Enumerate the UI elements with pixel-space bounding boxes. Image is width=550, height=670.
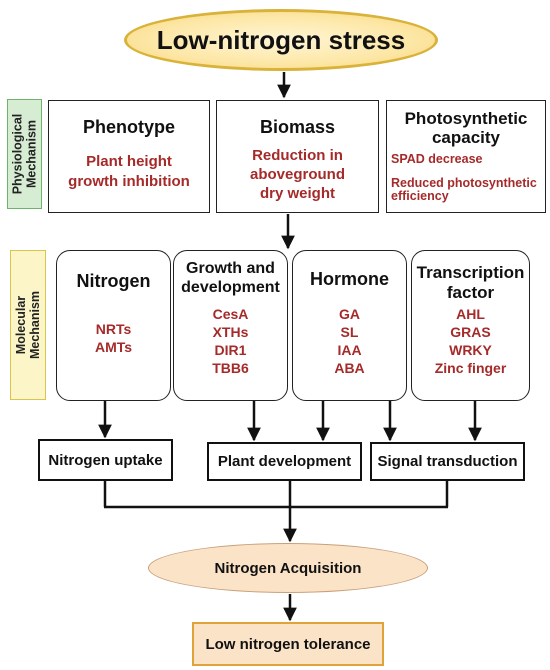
growth-development-title: Growth and development [181,260,280,296]
growth-item: DIR1 [214,342,247,358]
phenotype-box: Phenotype Plant height growth inhibition [48,100,210,213]
hormone-item: IAA [337,342,362,358]
hormone-title: Hormone [309,269,389,289]
nitrogen-title: Nitrogen [76,271,151,291]
photosynthetic-item: SPAD decrease [391,152,483,166]
photosynthetic-capacity-box: Photosynthetic capacity SPAD decrease Re… [386,100,546,213]
phenotype-item: growth inhibition [68,173,190,190]
physiological-mechanism-label: Physiological Mechanism [7,99,42,209]
tf-item: Zinc finger [434,360,507,376]
photosynthetic-item: Reduced photosynthetic efficiency [391,176,537,203]
growth-item: CesA [212,306,249,322]
growth-item: TBB6 [212,360,249,376]
nitrogen-uptake-box: Nitrogen uptake [38,439,173,481]
physiological-mechanism-text: Physiological Mechanism [10,113,39,195]
biomass-box: Biomass Reduction in aboveground dry wei… [216,100,379,213]
phenotype-item: Plant height [86,153,172,170]
growth-item: XTHs [212,324,249,340]
plant-development-label: Plant development [217,453,352,470]
biomass-item: dry weight [259,185,335,202]
hormone-box: Hormone GA SL IAA ABA [292,250,407,401]
tf-item: GRAS [450,324,491,340]
low-nitrogen-tolerance-node: Low nitrogen tolerance [192,622,384,666]
transcription-factor-box: Transcription factor AHL GRAS WRKY Zinc … [411,250,530,401]
hormone-item: GA [339,306,360,322]
hormone-item: SL [340,324,359,340]
growth-development-box: Growth and development CesA XTHs DIR1 TB… [173,250,288,401]
nitrogen-item: NRTs [95,321,132,337]
nitrogen-acquisition-node: Nitrogen Acquisition [148,543,428,593]
hormone-item: ABA [334,360,365,376]
biomass-item: aboveground [249,166,345,183]
nitrogen-acquisition-label: Nitrogen Acquisition [214,559,362,577]
signal-transduction-label: Signal transduction [377,453,518,470]
nitrogen-item: AMTs [94,339,133,355]
tf-item: WRKY [449,342,492,358]
stress-label: Low-nitrogen stress [156,24,406,55]
nitrogen-uptake-label: Nitrogen uptake [48,451,163,469]
phenotype-title: Phenotype [82,117,175,137]
transcription-factor-title: Transcription factor [416,263,525,302]
biomass-item: Reduction in [252,147,343,164]
photosynthetic-capacity-title: Photosynthetic capacity [404,109,528,147]
molecular-mechanism-text: Molecular Mechanism [14,290,42,360]
plant-development-box: Plant development [207,442,362,481]
signal-transduction-box: Signal transduction [370,442,525,481]
nitrogen-box: Nitrogen NRTs AMTs [56,250,171,401]
biomass-title: Biomass [259,117,336,137]
low-nitrogen-stress-node: Low-nitrogen stress [124,9,438,71]
molecular-mechanism-label: Molecular Mechanism [10,250,46,400]
tf-item: AHL [456,306,485,322]
low-nitrogen-tolerance-label: Low nitrogen tolerance [205,635,371,653]
